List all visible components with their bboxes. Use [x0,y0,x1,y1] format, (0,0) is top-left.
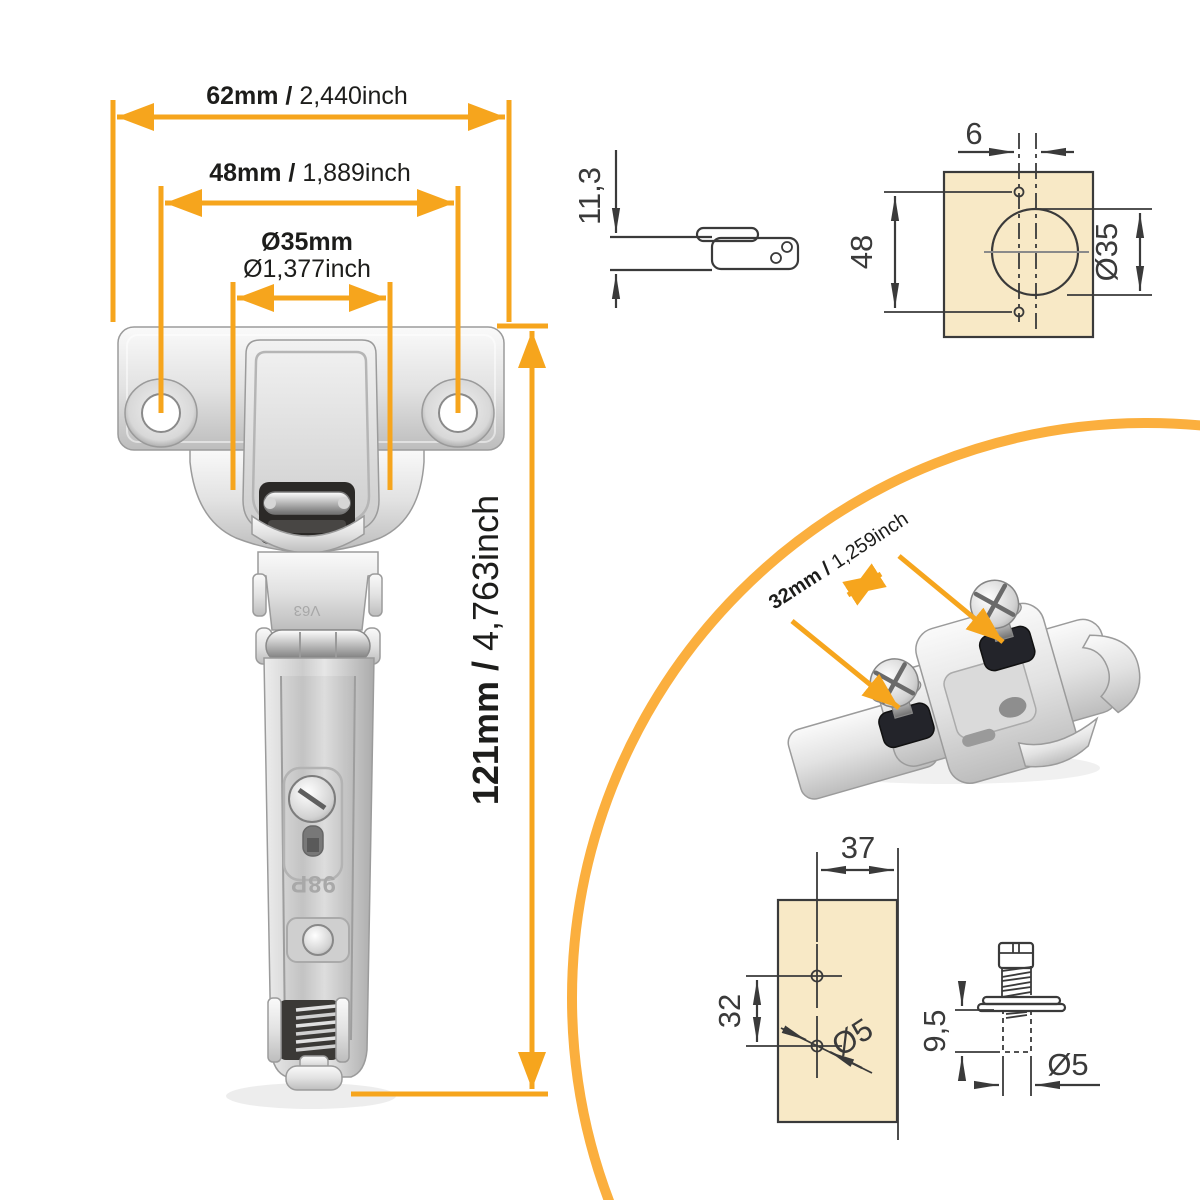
screw-head [997,941,1035,970]
side-panel [776,898,899,1124]
cup-profile-body [710,236,800,271]
hinge-spring [267,997,350,1063]
mounting-plate-photo [787,579,1141,800]
cup-profile-lip [695,226,760,243]
hinge-mechanism-slot [259,482,355,544]
screw-insert-body [1002,1010,1032,1053]
dim-121mm-label: 121mm / 4,763inch [465,495,506,805]
hinge-stamp-upper: V63 [294,602,321,619]
hinge-cam [286,917,350,963]
plate-hole-bottom [810,1039,824,1053]
screw-stub-thread [1005,1011,1028,1019]
door-screw-hole-top [1013,186,1025,198]
hinge-stamp-lower: 98P [290,870,336,897]
dimension-62mm: 62mm / 2,440inch [110,82,512,322]
dim-32-label: 32 [712,994,747,1028]
dim-35mm-label: Ø35mm [261,228,353,256]
dim-48mm-label: 48mm / 1,889inch [209,159,411,187]
hinge-clip [251,514,365,554]
dim-62mm-label: 62mm / 2,440inch [206,82,408,110]
hinge-photo: V63 98P [117,326,505,1109]
hinge-shadow [226,1083,396,1109]
dim-32mm-label: 32mm / 1,259inch [765,508,912,614]
dim-48-label: 48 [844,235,879,269]
hinge-foot [285,1055,343,1091]
dim-37-label: 37 [841,830,875,865]
dim-o35-label: Ø35 [1089,223,1124,282]
decorative-arc [567,418,1200,1200]
dim-6-label: 6 [965,116,982,151]
dimension-48mm: 48mm / 1,889inch [158,159,461,413]
euro-screw-diagram: 9,5 Ø5 [917,941,1100,1096]
dimension-35mm: Ø35mm Ø1,377inch [230,228,393,490]
dim-11-3-label: 11,3 [572,167,607,225]
door-screw-hole-bottom [1013,306,1025,318]
dim-9-5-label: 9,5 [917,1009,952,1052]
dimension-121mm: 121mm / 4,763inch [351,323,548,1097]
cup-side-profile-diagram: 11,3 [572,150,800,308]
plate-hole-top [810,969,824,983]
dim-o5-screw-label: Ø5 [1047,1047,1088,1082]
door-drilling-diagram: 6 48 Ø35 [844,116,1152,339]
hinge-adjustment-screw [282,766,344,882]
dim-35mm-inch-label: Ø1,377inch [243,255,371,283]
plate-drilling-diagram: 37 32 Ø5 [712,830,899,1140]
screw-threads [1001,966,1032,998]
hinge-knuckle [255,627,381,665]
